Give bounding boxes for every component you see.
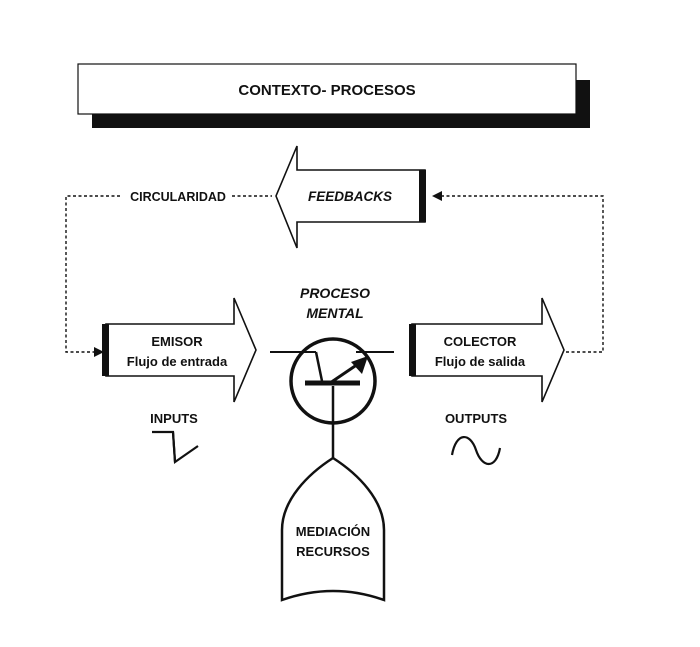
loop-arrowhead-feedback [432, 191, 442, 201]
header-frame [77, 63, 577, 115]
header-box: CONTEXTO- PROCESOS [77, 63, 590, 128]
emisor-arrow-tail [102, 324, 109, 376]
colector-arrow-tail [409, 324, 416, 376]
emisor-title: EMISOR [151, 334, 203, 349]
transistor-base-link [314, 351, 324, 382]
transistor-icon [270, 337, 394, 458]
sine-wave-icon [450, 436, 502, 466]
sawtooth-wave-ramp [171, 431, 177, 463]
circularity-label: CIRCULARIDAD [130, 190, 226, 204]
outputs-label: OUTPUTS [445, 411, 507, 426]
feedback-arrow: FEEDBACKS [275, 145, 426, 249]
mediation-line1: MEDIACIÓN [296, 524, 370, 539]
emisor-subtitle: Flujo de entrada [127, 354, 228, 369]
feedback-label: FEEDBACKS [308, 189, 392, 204]
mediation-line2: RECURSOS [296, 544, 370, 559]
loop-arrowhead-emisor [94, 347, 104, 357]
feedback-arrow-shape [275, 145, 426, 249]
loop-right-line [442, 195, 604, 353]
loop-left-line [65, 195, 120, 353]
process-label-line2: MENTAL [306, 305, 363, 321]
mediation-shape: MEDIACIÓN RECURSOS [280, 456, 386, 602]
header-title: CONTEXTO- PROCESOS [238, 82, 415, 99]
emisor-arrow: EMISOR Flujo de entrada [102, 297, 257, 403]
transistor-arrowhead [351, 356, 368, 374]
colector-arrow: COLECTOR Flujo de salida [409, 297, 565, 403]
mediation-outline [280, 456, 386, 602]
emisor-arrow-shape [105, 297, 257, 403]
inputs-label: INPUTS [150, 411, 198, 426]
circularity-loop [65, 195, 604, 353]
colector-subtitle: Flujo de salida [435, 354, 526, 369]
colector-arrow-shape [411, 297, 565, 403]
feedback-arrow-tail [419, 170, 426, 222]
process-label-line1: PROCESO [300, 285, 370, 301]
colector-title: COLECTOR [444, 334, 517, 349]
